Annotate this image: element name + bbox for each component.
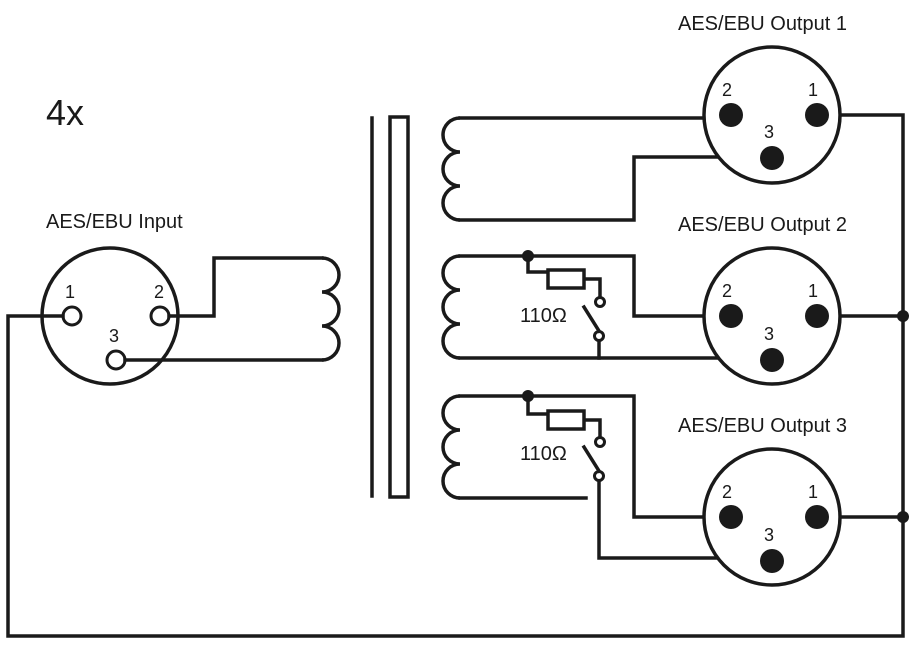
output-2-junction [522,250,534,262]
output-1-title: AES/EBU Output 1 [678,13,847,35]
output-1-pin-1 [805,103,829,127]
output-3-pin-2 [719,505,743,529]
output-2-pin-1-label: 1 [808,281,818,301]
output-2-wire-a [458,254,550,274]
output-3-pin-3-label: 3 [764,525,774,545]
secondary-coil-1 [441,116,461,222]
output-2-title: AES/EBU Output 2 [678,214,847,236]
input-connector: AES/EBU Input 1 2 3 [40,211,183,386]
input-pin-1 [61,305,83,327]
output-3-connector: AES/EBU Output 3 2 1 3 [678,415,847,587]
output-2-pin-3-label: 3 [764,324,774,344]
input-pin-3-label: 3 [109,326,119,346]
output-2-wire-b [582,277,602,300]
output-2-switch-top [594,296,606,308]
primary-coil [321,256,341,362]
output-2-pin-2-label: 2 [722,281,732,301]
output-2-switch-lever [581,304,602,334]
output-2-pin-2 [719,304,743,328]
output-3-switch-top [594,436,606,448]
output-2-resistor-label: 110Ω [520,305,567,327]
output-1-wire-pin3 [458,155,774,222]
input-pin-3 [105,349,127,371]
output-3-wire-b [582,418,602,440]
output-3-junction [522,390,534,402]
output-1-connector-body [702,45,842,185]
output-3-wire-a [458,394,550,416]
pin1-junction-2 [897,310,909,322]
secondary-coil-2 [441,254,461,360]
input-pin-2 [149,305,171,327]
output-3-pin-2-label: 2 [722,482,732,502]
output-3-switch-lever [581,444,602,474]
output-2-resistor [546,268,586,290]
output-3-connector-body [702,447,842,587]
output-3-pin-3 [760,549,784,573]
output-3-title: AES/EBU Output 3 [678,415,847,437]
pin1-bus [6,113,905,638]
secondary-coil-3 [441,394,461,500]
output-2-connector: AES/EBU Output 2 2 1 3 [678,214,847,386]
output-2-connector-body [702,246,842,386]
primary-wire-top [167,256,324,318]
output-1-pin-1-label: 1 [808,80,818,100]
output-1-pin-2 [719,103,743,127]
output-1-pin-3 [760,146,784,170]
output-3-resistor [546,409,586,431]
input-title: AES/EBU Input [46,211,183,233]
output-1-pin-3-label: 3 [764,122,774,142]
output-2-wire-pin2 [526,254,733,318]
output-3-pin-1 [805,505,829,529]
output-1-pin-2-label: 2 [722,80,732,100]
output-3-wire-pin3 [597,476,774,560]
output-1-connector: AES/EBU Output 1 2 1 3 [678,13,847,185]
input-pin-1-label: 1 [65,282,75,302]
transformer-core [370,115,410,499]
pin1-junction-3 [897,511,909,523]
output-2-pin-3 [760,348,784,372]
input-pin-2-label: 2 [154,282,164,302]
output-2-pin-1 [805,304,829,328]
multiplier-label: 4x [46,92,84,133]
output-3-wire-pin2 [526,394,733,519]
output-3-pin-1-label: 1 [808,482,818,502]
output-3-resistor-label: 110Ω [520,443,567,465]
